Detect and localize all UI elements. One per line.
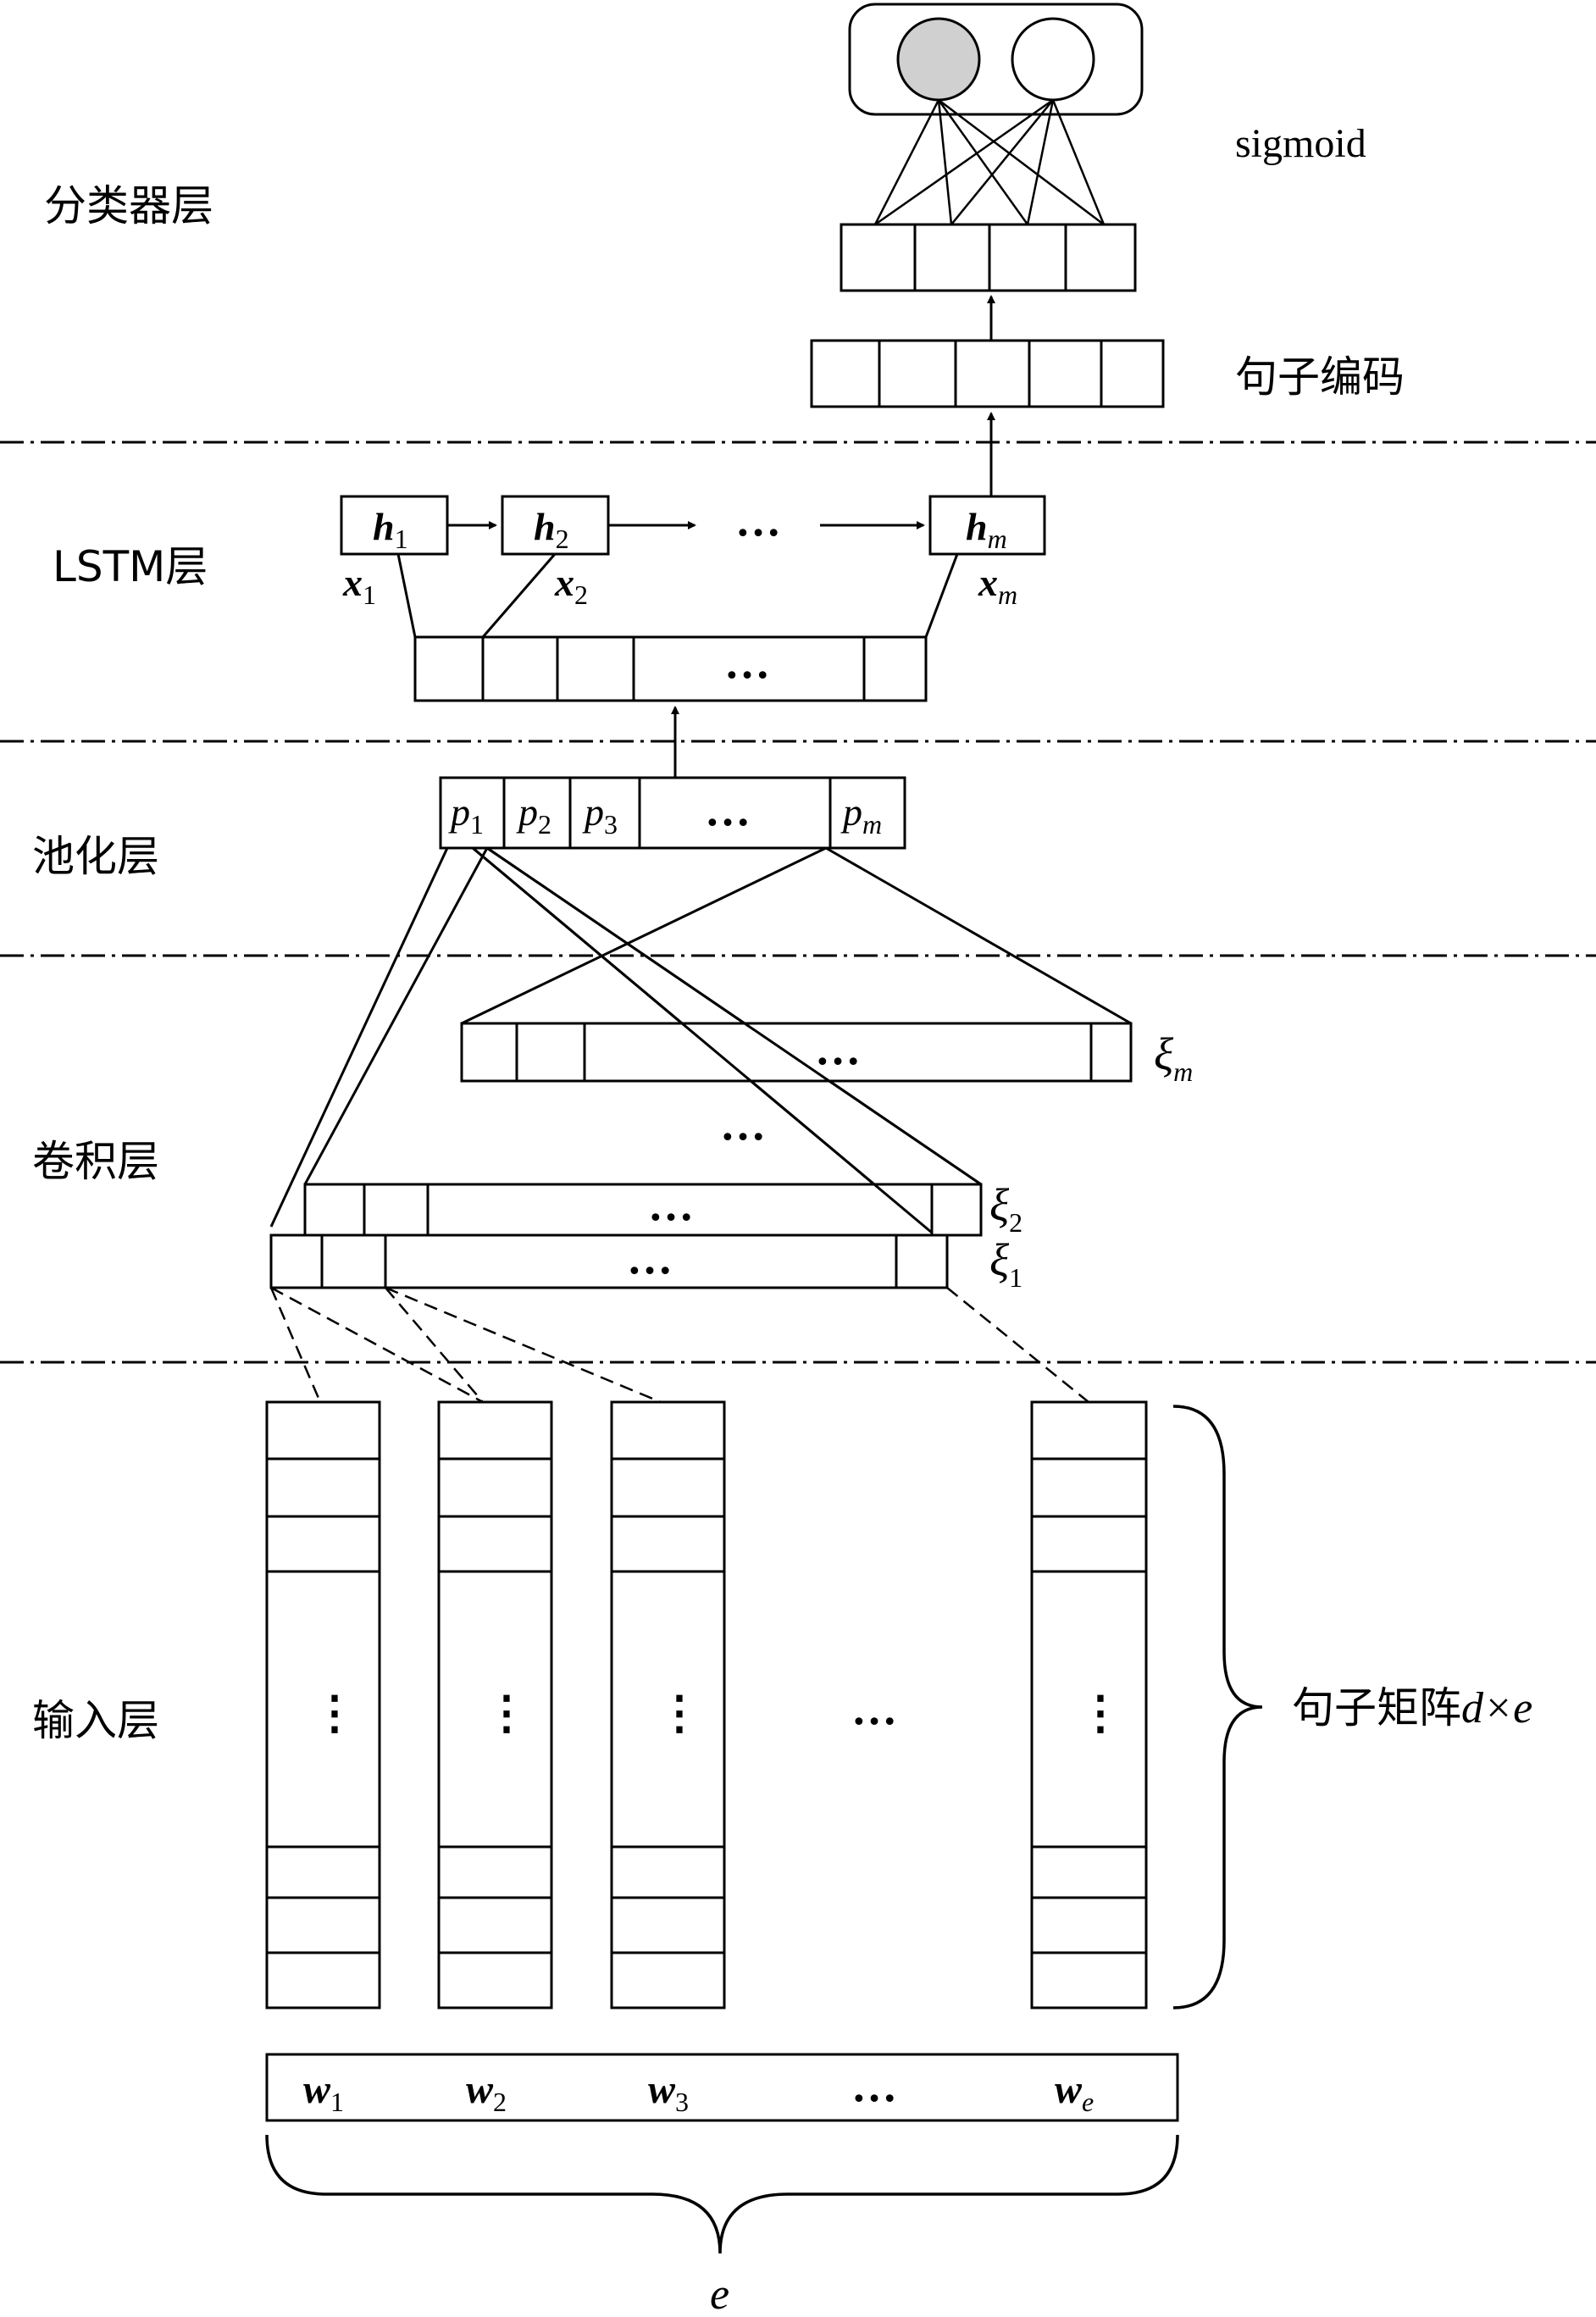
- filter-xi1-label: ξ1: [989, 1234, 1022, 1293]
- sigmoid-label: sigmoid: [1235, 121, 1366, 166]
- word-column-1: [265, 1400, 381, 2009]
- word-column-e: [1030, 1400, 1148, 2009]
- classifier-section: [810, 3, 1165, 496]
- feature-map-xim: [460, 1022, 1133, 1083]
- layer-label-input: 输入层: [32, 1696, 159, 1745]
- lstm-x2-label: x2: [554, 561, 588, 610]
- feature-map-xi2: [303, 1183, 983, 1237]
- pooling-pm-label: pm: [840, 790, 882, 840]
- convolution-section: [269, 846, 1133, 1289]
- sequence-length-brace: [265, 2134, 1179, 2254]
- sentence-encoding-label: 句子编码: [1235, 352, 1405, 402]
- pooling-p3-label: p3: [582, 790, 618, 840]
- feature-map-xi1: [269, 1233, 949, 1289]
- lstm-input-ellipsis: …: [724, 637, 770, 688]
- column-3-vertical-ellipsis: ⋮: [657, 1688, 702, 1738]
- filter-xim-label: ξm: [1154, 1028, 1193, 1087]
- sentence-encoding-row: [810, 339, 1165, 408]
- word-row: [265, 2053, 1179, 2122]
- layer-label-convolution: 卷积层: [32, 1137, 159, 1186]
- receptive-field-lines: [269, 1286, 1089, 1404]
- lstm-xm-label: xm: [978, 561, 1017, 610]
- column-2-vertical-ellipsis: ⋮: [484, 1688, 529, 1738]
- lstm-cell-hm: [928, 495, 1046, 556]
- input-columns: [265, 1400, 1148, 2009]
- column-e-vertical-ellipsis: ⋮: [1078, 1688, 1123, 1738]
- lstm-input-row: [413, 635, 928, 702]
- lstm-hm-label: hm: [966, 505, 1007, 554]
- pooling-row: [439, 776, 906, 850]
- layer-dividers: [0, 441, 1596, 1364]
- lstm-section: [340, 495, 1046, 778]
- word-column-3: [610, 1400, 726, 2009]
- word-row-ellipsis: …: [851, 2060, 897, 2111]
- lstm-h1-label: h1: [373, 505, 408, 554]
- layer-label-classifier: 分类器层: [44, 181, 213, 230]
- word-column-2: [437, 1400, 553, 2009]
- classifier-connections: [873, 98, 1106, 226]
- word-w2-label: w2: [466, 2067, 507, 2117]
- pooling-section: [439, 776, 906, 850]
- output-neuron-active: [896, 17, 981, 102]
- output-neuron-box: [848, 3, 1144, 116]
- lstm-sequence-ellipsis: …: [735, 495, 781, 546]
- lstm-x1-label: x1: [342, 561, 376, 610]
- sequence-length-label: e: [710, 2270, 729, 2317]
- lstm-h2-label: h2: [534, 505, 569, 554]
- sentence-matrix-label: 句子矩阵d×e: [1292, 1683, 1532, 1732]
- feature-map-xi1-ellipsis: …: [627, 1233, 673, 1283]
- sentence-matrix-brace: [1172, 1405, 1263, 2009]
- feature-map-xim-ellipsis: …: [815, 1023, 861, 1074]
- word-we-label: we: [1055, 2067, 1094, 2117]
- pooling-ellipsis: …: [705, 784, 751, 835]
- output-neuron-inactive: [1011, 17, 1095, 102]
- word-w1-label: w1: [303, 2067, 344, 2117]
- feature-map-xi2-ellipsis: …: [648, 1179, 694, 1230]
- layer-label-pooling: 池化层: [32, 832, 159, 881]
- layer-label-lstm: LSTM层: [53, 542, 208, 591]
- columns-horizontal-ellipsis: …: [851, 1683, 897, 1734]
- column-1-vertical-ellipsis: ⋮: [312, 1688, 357, 1738]
- pooling-p2-label: p2: [516, 790, 551, 840]
- pooling-p1-label: p1: [448, 790, 484, 840]
- word-w3-label: w3: [648, 2067, 689, 2117]
- feature-maps-ellipsis: …: [720, 1099, 766, 1150]
- filter-xi2-label: ξ2: [989, 1179, 1022, 1238]
